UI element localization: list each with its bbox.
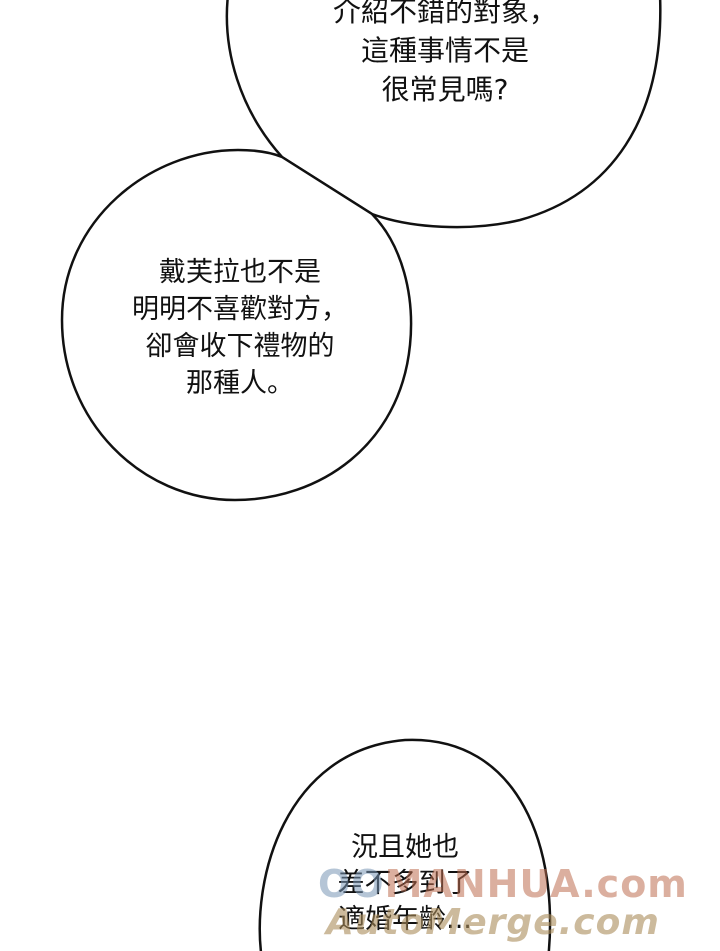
bubble-line: 那種人。	[186, 368, 294, 399]
speech-bubble-top	[225, 0, 662, 229]
bubble-line: 戴芙拉也不是	[159, 257, 321, 288]
bubble-line: 明明不喜歡對方，	[132, 294, 348, 325]
bubble-line: 介紹不錯的對象，	[332, 0, 557, 28]
bubble-text-middle: 戴芙拉也不是 明明不喜歡對方， 卻會收下禮物的 那種人。	[95, 254, 385, 402]
bubble-line: 適婚年齡...	[338, 904, 472, 935]
bubble-line: 卻會收下禮物的	[145, 331, 335, 362]
bubble-line: 況且她也	[351, 832, 459, 863]
bubble-line: 這種事情不是	[360, 34, 529, 67]
bubble-line: 很常見嗎?	[381, 73, 509, 106]
speech-bubble-middle	[60, 148, 413, 502]
bubble-text-top: 介紹不錯的對象， 這種事情不是 很常見嗎?	[300, 0, 590, 109]
bubble-text-bottom: 況且她也 差不多到了 適婚年齡...	[300, 830, 510, 938]
bubble-line: 差不多到了	[337, 868, 473, 899]
speech-bubble-bottom	[258, 738, 552, 951]
